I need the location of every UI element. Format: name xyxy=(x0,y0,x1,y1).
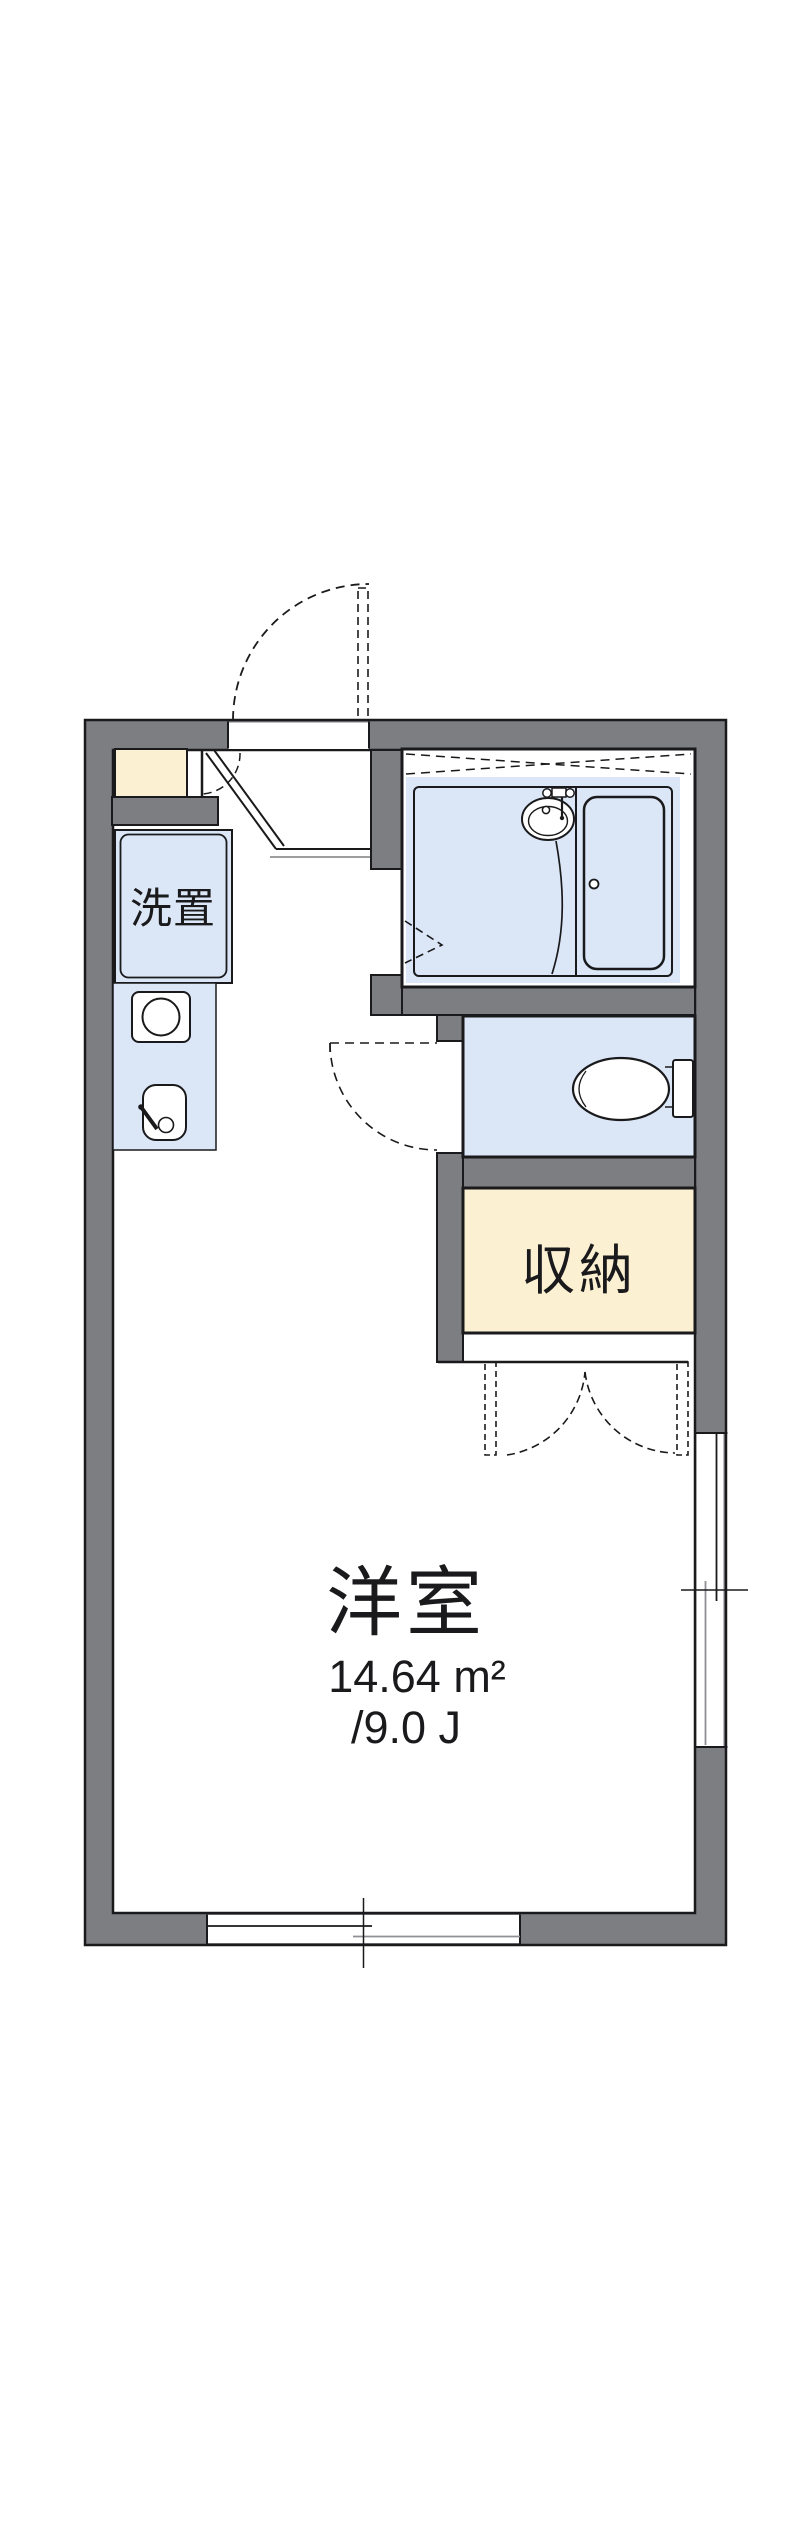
tub-drain-icon xyxy=(588,878,600,890)
toilet-tank-icon xyxy=(672,1059,694,1118)
wall-toilet-storage xyxy=(462,1156,696,1189)
laundry-label: 洗置 xyxy=(130,885,216,932)
bath-faucet-body-icon xyxy=(551,787,567,798)
bath-top-cross-b xyxy=(405,753,692,775)
bath-folding-door-mark xyxy=(404,920,444,964)
bathroom-inner-border xyxy=(413,786,673,977)
laundry-space: 洗置 xyxy=(114,829,233,984)
entrance-door-swing xyxy=(232,583,370,721)
burner-icon xyxy=(141,997,181,1037)
bath-wall-upper xyxy=(370,749,403,870)
room-name-text: 洋室 xyxy=(326,1561,486,1646)
storage-box xyxy=(461,1186,697,1335)
toilet-door-swing xyxy=(329,1042,438,1151)
entrance-door-leaf xyxy=(357,587,369,721)
toilet-room xyxy=(461,1014,697,1159)
faucet-icon xyxy=(139,1105,159,1131)
open-door-leaf-b xyxy=(213,749,285,847)
open-door-leaf-a xyxy=(205,752,277,850)
closet-door-arc-left xyxy=(506,1371,586,1456)
room-area-tatami-text: /9.0 J xyxy=(351,1702,461,1753)
toilet-door-arc xyxy=(329,1042,438,1151)
window-right xyxy=(681,1432,748,1748)
bathroom xyxy=(400,747,697,989)
main-room-label: 洋室 14.64 m² /9.0 J xyxy=(326,1561,506,1753)
shoe-cabinet xyxy=(114,748,188,798)
room-area-sqm-text: 14.64 m² xyxy=(328,1651,506,1702)
entrance-door-arc xyxy=(232,583,370,721)
toilet-bowl-lip xyxy=(578,1070,587,1108)
closet-door-panel-left xyxy=(484,1361,497,1456)
shower-hose-line xyxy=(551,840,564,975)
closet-door-panel-right xyxy=(676,1361,689,1456)
storage-closet: 収納 xyxy=(438,1186,697,1456)
kitchen-counter xyxy=(112,982,217,1151)
entrance-opening xyxy=(228,722,369,749)
washing-machine-icon xyxy=(119,833,228,979)
wall-under-bathroom xyxy=(401,984,696,1016)
laundry-box xyxy=(114,829,233,984)
window-bottom xyxy=(206,1898,521,1968)
faucet-head-icon xyxy=(138,1104,144,1110)
toilet-bowl-icon xyxy=(571,1056,671,1122)
bath-wall-lower xyxy=(370,974,403,1016)
genkan-door-arc xyxy=(200,752,241,795)
bath-faucet-tip-icon xyxy=(559,815,565,821)
storage-side-wall xyxy=(436,1152,464,1363)
bath-faucet-knob-left-icon xyxy=(542,788,552,798)
storage-label: 収納 xyxy=(521,1241,637,1301)
wall-under-shoe-cabinet xyxy=(111,796,219,826)
genkan xyxy=(111,748,372,858)
sink-drain-icon xyxy=(157,1116,175,1134)
bath-sink-icon xyxy=(521,797,575,841)
toilet-wall-notch xyxy=(436,1014,464,1042)
interior-walls xyxy=(370,749,696,1363)
bath-faucet-knob-right-icon xyxy=(565,788,575,798)
closet-door-arc-right xyxy=(584,1371,676,1454)
bathtub-icon xyxy=(582,795,666,971)
bath-sink-drain-icon xyxy=(541,805,551,815)
